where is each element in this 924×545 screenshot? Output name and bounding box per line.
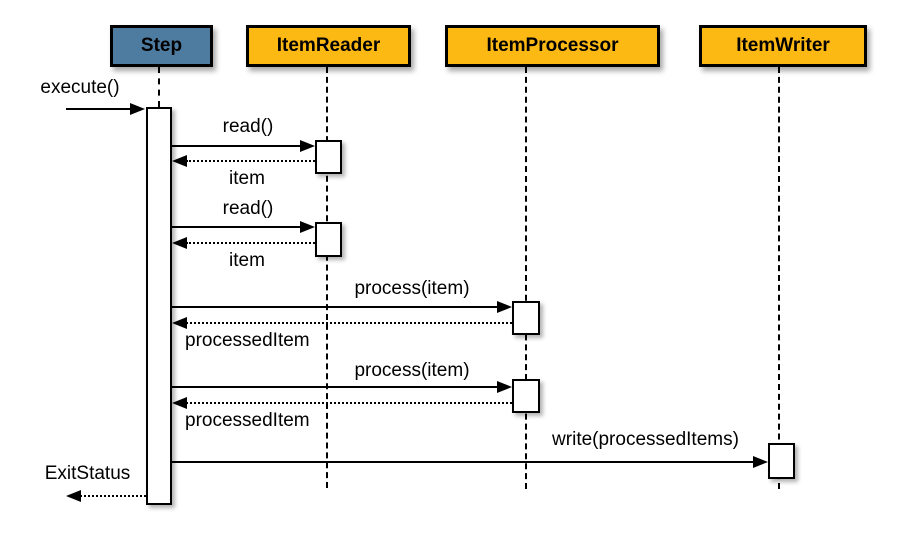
lifeline-itemprocessor	[525, 67, 527, 489]
message-label-processeditem-2: processedItem	[185, 410, 310, 431]
message-label-write: write(processedItems)	[552, 429, 739, 450]
activation-itemreader-1	[315, 140, 342, 174]
arrowhead-left-icon	[172, 397, 187, 409]
message-line-item-1	[186, 160, 315, 162]
arrowhead-right-icon	[497, 381, 512, 393]
message-line-processeditem-1	[186, 322, 512, 324]
participant-itemwriter-label: ItemWriter	[736, 35, 830, 56]
message-line-read-2	[172, 226, 301, 228]
arrowhead-left-icon	[172, 237, 187, 249]
lifeline-itemwriter	[778, 67, 780, 489]
activation-itemprocessor-2	[512, 379, 540, 413]
participant-step-label: Step	[140, 35, 183, 56]
activation-itemprocessor-1	[512, 301, 540, 335]
message-line-process-2	[172, 386, 498, 388]
message-label-exitstatus: ExitStatus	[44, 463, 131, 484]
message-label-read-2: read()	[222, 198, 274, 219]
message-line-process-1	[172, 306, 498, 308]
message-label-execute: execute()	[40, 77, 120, 98]
participant-itemprocessor-label: ItemProcessor	[486, 35, 619, 56]
message-line-item-2	[186, 242, 315, 244]
message-label-item-2: item	[229, 250, 265, 271]
participant-itemwriter: ItemWriter	[699, 25, 867, 67]
message-line-execute	[66, 108, 131, 110]
participant-itemreader-label: ItemReader	[276, 35, 381, 56]
message-line-processeditem-2	[186, 402, 512, 404]
arrowhead-right-icon	[130, 103, 145, 115]
activation-itemreader-2	[315, 222, 342, 257]
message-label-item-1: item	[229, 168, 265, 189]
arrowhead-right-icon	[300, 221, 315, 233]
activation-itemwriter	[768, 443, 795, 479]
message-line-write	[172, 461, 754, 463]
message-line-read-1	[172, 145, 301, 147]
arrowhead-left-icon	[172, 155, 187, 167]
arrowhead-right-icon	[497, 301, 512, 313]
activation-step	[146, 107, 172, 505]
participant-step: Step	[110, 25, 213, 67]
message-label-process-1: process(item)	[354, 278, 470, 299]
lifeline-step	[158, 67, 160, 107]
message-label-read-1: read()	[222, 116, 274, 137]
arrowhead-right-icon	[300, 140, 315, 152]
participant-itemprocessor: ItemProcessor	[445, 25, 660, 67]
participant-itemreader: ItemReader	[246, 25, 411, 67]
arrowhead-left-icon	[172, 317, 187, 329]
arrowhead-left-icon	[66, 490, 81, 502]
lifeline-itemreader	[326, 67, 328, 488]
arrowhead-right-icon	[753, 456, 768, 468]
message-line-exitstatus	[80, 495, 146, 497]
message-label-processeditem-1: processedItem	[185, 330, 310, 351]
message-label-process-2: process(item)	[354, 360, 470, 381]
